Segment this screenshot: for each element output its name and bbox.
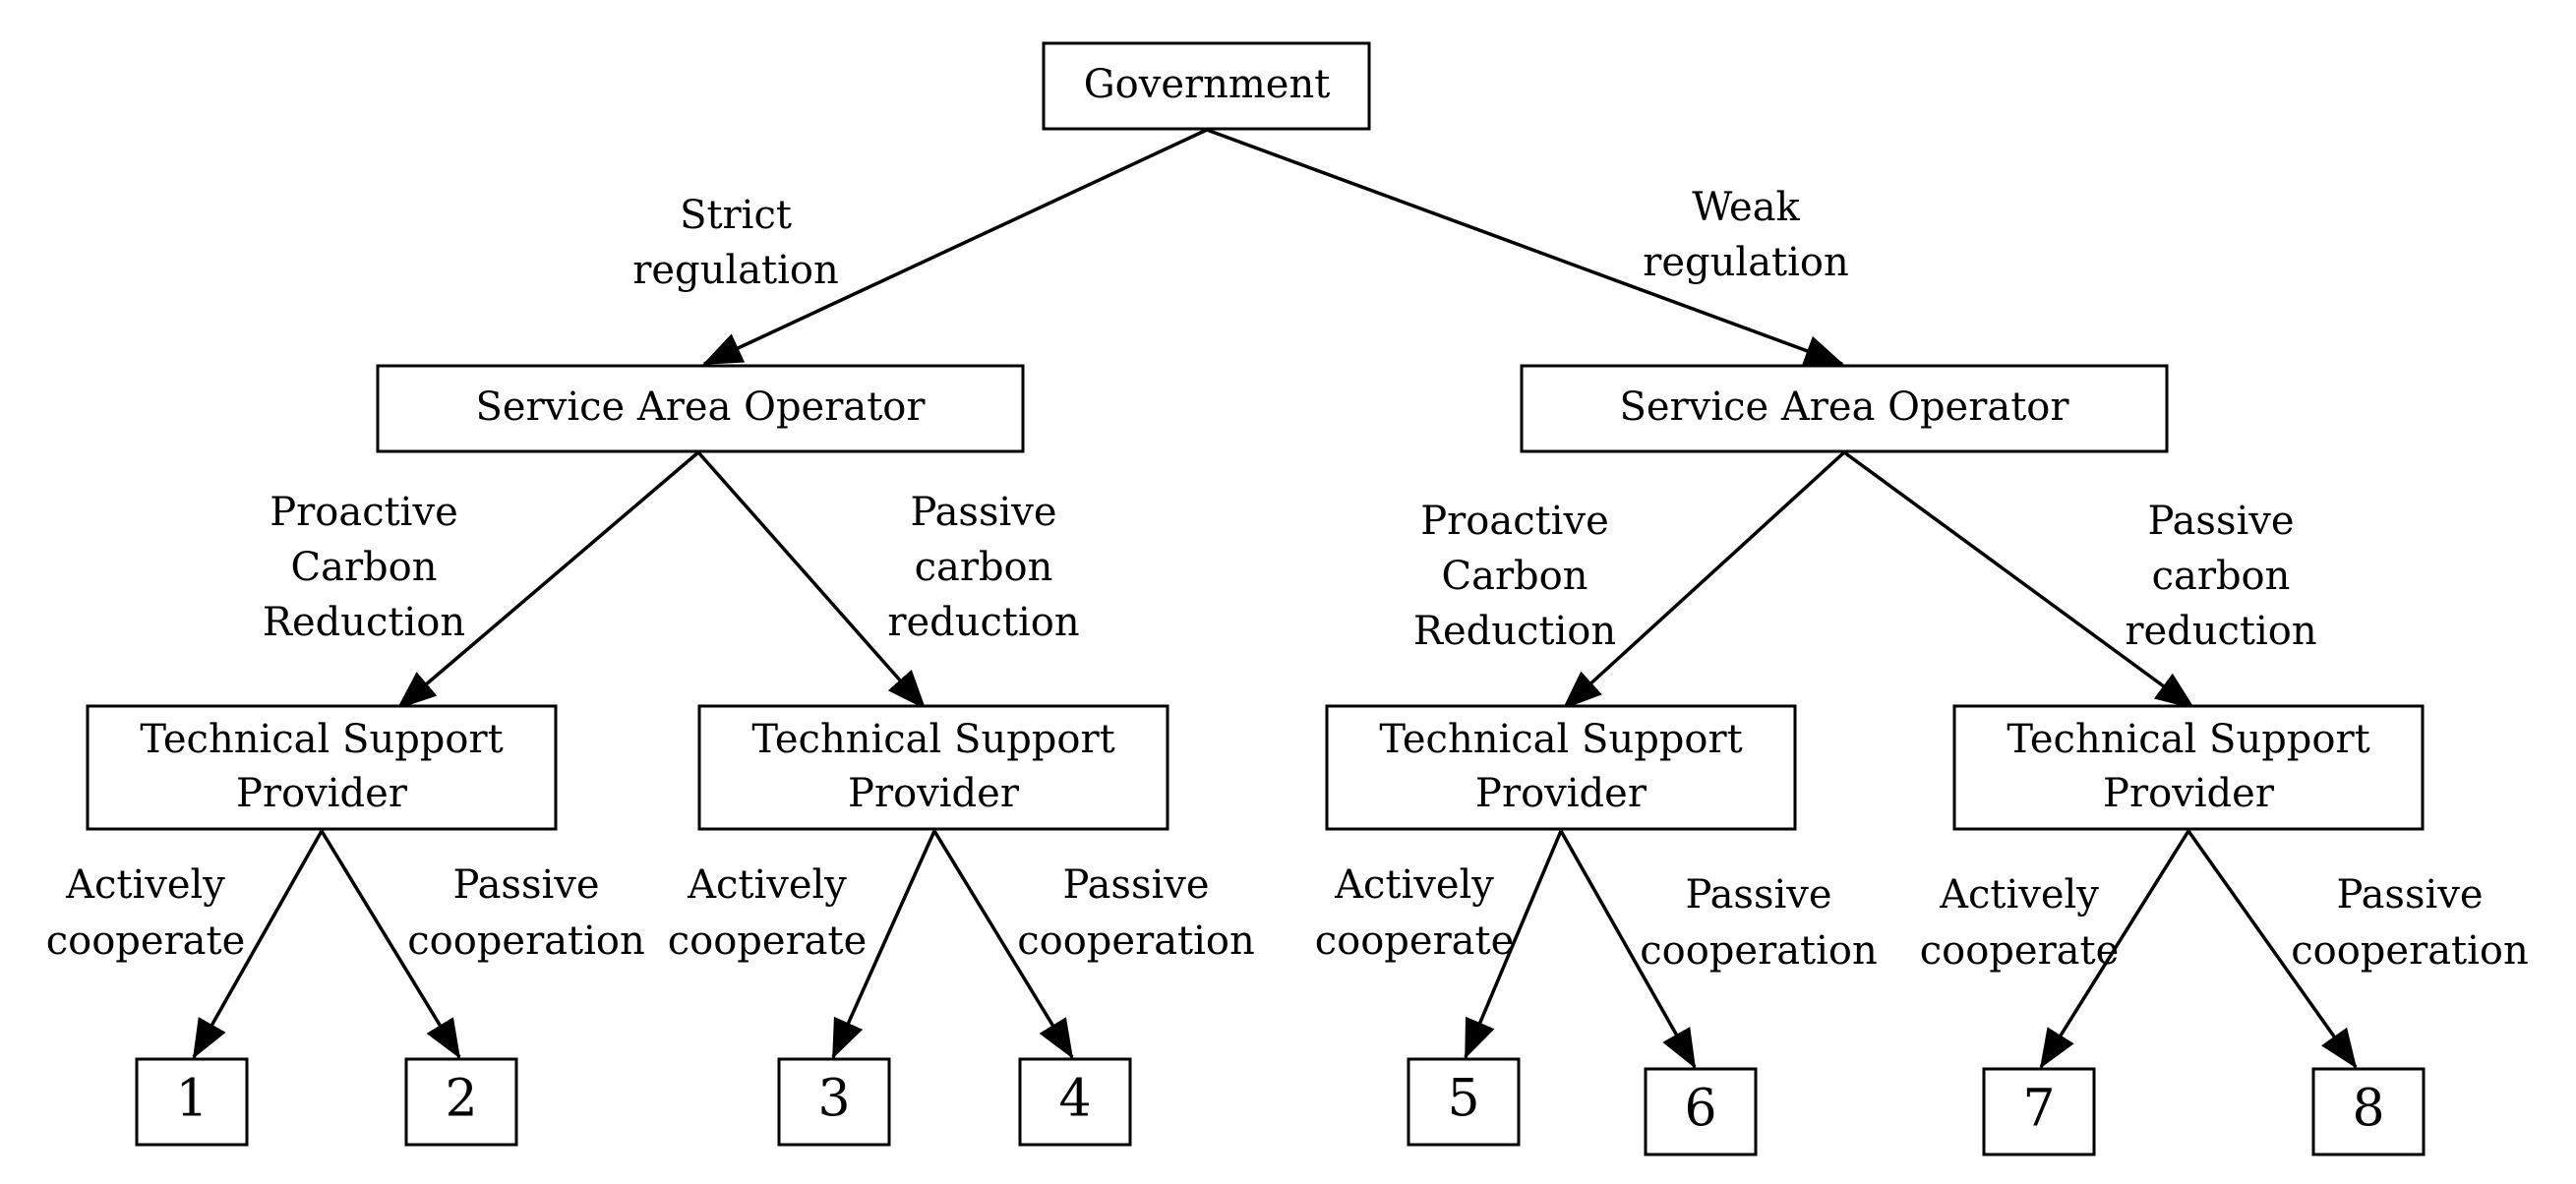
edge-outcome-4 <box>932 830 1074 1059</box>
label-right-passive: Passive carbon reduction <box>2125 499 2316 654</box>
coop-1a-line-1: Actively <box>65 862 225 908</box>
edge-left-proactive <box>396 450 700 710</box>
outcome-box-1: 1 <box>135 1057 249 1147</box>
outcome-box-7: 7 <box>1982 1067 2096 1156</box>
outcome-box-3: 3 <box>777 1057 891 1147</box>
government-label: Government <box>1084 62 1331 107</box>
coop-1b-line-2: cooperation <box>407 918 645 964</box>
weak-regulation-line-2: regulation <box>1643 240 1849 285</box>
node-operator-left: Service Area Operator <box>376 364 1025 453</box>
outcome-3-label: 3 <box>817 1070 850 1129</box>
node-government: Government <box>1042 41 1371 131</box>
right-passive-line-1: Passive <box>2147 499 2294 544</box>
provider-3-line-2: Provider <box>1475 771 1647 816</box>
coop-4a-line-1: Actively <box>1939 872 2099 918</box>
coop-3a-line-2: cooperate <box>1315 918 1515 964</box>
node-provider-2: Technical Support Provider <box>697 704 1169 831</box>
provider-4-line-1: Technical Support <box>2007 717 2369 762</box>
edge-weak-regulation <box>1206 128 1844 366</box>
operator-right-label: Service Area Operator <box>1620 385 2070 430</box>
strict-regulation-line-2: regulation <box>632 248 839 293</box>
edge-right-passive <box>1842 450 2195 710</box>
node-provider-4: Technical Support Provider <box>1952 704 2425 831</box>
provider-1-line-2: Provider <box>236 771 408 816</box>
edge-left-passive <box>696 450 927 710</box>
node-provider-3: Technical Support Provider <box>1325 704 1797 831</box>
coop-1a-line-2: cooperate <box>46 918 246 964</box>
coop-4b-line-2: cooperation <box>2291 928 2529 974</box>
provider-2-line-1: Technical Support <box>751 717 1114 762</box>
coop-4b-line-1: Passive <box>2336 872 2483 918</box>
label-coop-1a: Actively cooperate <box>46 862 246 964</box>
left-passive-line-2: carbon <box>915 545 1053 590</box>
outcome-box-8: 8 <box>2311 1067 2426 1156</box>
outcome-box-6: 6 <box>1644 1067 1758 1156</box>
left-proactive-line-3: Reduction <box>263 600 465 645</box>
label-coop-2a: Actively cooperate <box>668 862 868 964</box>
edge-strict-regulation <box>702 128 1208 366</box>
edge-outcome-7 <box>2039 830 2190 1069</box>
coop-3a-line-1: Actively <box>1334 862 1494 908</box>
label-coop-1b: Passive cooperation <box>407 862 645 964</box>
right-proactive-line-3: Reduction <box>1413 609 1616 654</box>
right-proactive-line-1: Proactive <box>1420 499 1609 544</box>
coop-2b-line-2: cooperation <box>1017 918 1255 964</box>
right-passive-line-2: carbon <box>2152 554 2291 599</box>
outcome-7-label: 7 <box>2022 1080 2055 1139</box>
weak-regulation-line-1: Weak <box>1692 185 1800 230</box>
label-left-proactive: Proactive Carbon Reduction <box>263 490 465 645</box>
outcome-6-label: 6 <box>1684 1080 1716 1139</box>
edge-outcome-6 <box>1559 830 1697 1069</box>
edge-outcome-2 <box>320 830 461 1059</box>
outcome-2-label: 2 <box>445 1070 477 1129</box>
label-coop-3a: Actively cooperate <box>1315 862 1515 964</box>
outcome-4-label: 4 <box>1058 1070 1091 1129</box>
provider-1-line-1: Technical Support <box>140 717 503 762</box>
coop-1b-line-1: Passive <box>452 862 599 908</box>
coop-2b-line-1: Passive <box>1062 862 1209 908</box>
coop-3b-line-2: cooperation <box>1640 928 1878 974</box>
right-proactive-line-2: Carbon <box>1441 554 1588 599</box>
provider-2-line-2: Provider <box>848 771 1020 816</box>
outcome-5-label: 5 <box>1447 1070 1479 1129</box>
coop-3b-line-1: Passive <box>1685 872 1831 918</box>
edge-outcome-5 <box>1464 830 1563 1059</box>
coop-4a-line-2: cooperate <box>1920 928 2120 974</box>
right-passive-line-3: reduction <box>2125 609 2316 654</box>
outcome-8-label: 8 <box>2352 1080 2384 1139</box>
label-coop-3b: Passive cooperation <box>1640 872 1878 974</box>
edges <box>192 128 2358 1069</box>
left-passive-line-3: reduction <box>887 600 1079 645</box>
strict-regulation-line-1: Strict <box>680 193 792 238</box>
label-left-passive: Passive carbon reduction <box>887 490 1079 645</box>
edge-outcome-1 <box>192 830 324 1059</box>
outcome-box-5: 5 <box>1407 1057 1521 1147</box>
outcome-1-label: 1 <box>175 1070 208 1129</box>
left-proactive-line-2: Carbon <box>290 545 437 590</box>
label-weak-regulation: Weak regulation <box>1643 185 1849 285</box>
label-coop-4a: Actively cooperate <box>1920 872 2120 974</box>
outcome-box-2: 2 <box>404 1057 518 1147</box>
label-strict-regulation: Strict regulation <box>632 193 839 293</box>
node-operator-right: Service Area Operator <box>1520 364 2169 453</box>
edge-outcome-8 <box>2187 829 2358 1069</box>
left-proactive-line-1: Proactive <box>270 490 458 535</box>
coop-2a-line-2: cooperate <box>668 918 868 964</box>
provider-4-line-2: Provider <box>2103 771 2275 816</box>
outcome-box-4: 4 <box>1018 1057 1132 1147</box>
operator-left-label: Service Area Operator <box>476 385 927 430</box>
edge-outcome-3 <box>831 830 936 1059</box>
label-coop-4b: Passive cooperation <box>2291 872 2529 974</box>
edge-right-proactive <box>1562 450 1846 710</box>
coop-2a-line-1: Actively <box>687 862 847 908</box>
left-passive-line-1: Passive <box>910 490 1056 535</box>
label-coop-2b: Passive cooperation <box>1017 862 1255 964</box>
label-right-proactive: Proactive Carbon Reduction <box>1413 499 1616 654</box>
node-provider-1: Technical Support Provider <box>86 704 558 831</box>
provider-3-line-1: Technical Support <box>1379 717 1742 762</box>
